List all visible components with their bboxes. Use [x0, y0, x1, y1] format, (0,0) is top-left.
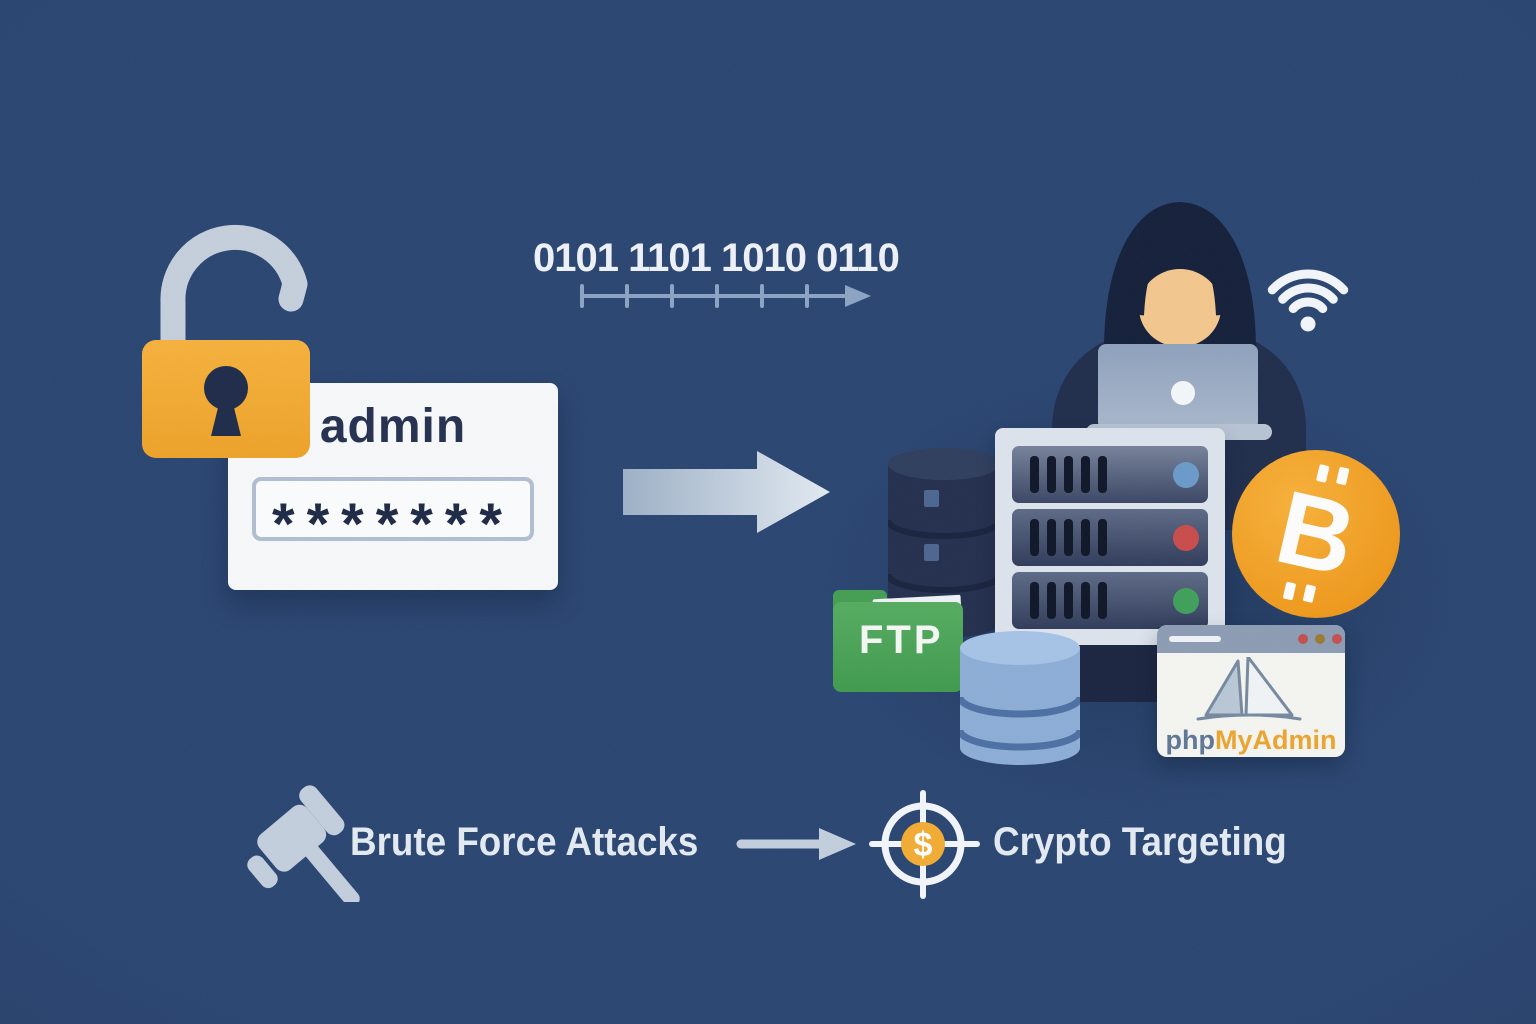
server-led-green [1173, 588, 1199, 614]
crypto-targeting-label: Crypto Targeting [993, 820, 1287, 864]
vent-slot [1047, 456, 1056, 493]
binary-stream-text: 0101 1101 1010 0110 [533, 236, 900, 280]
wifi-icon [1267, 269, 1349, 332]
ftp-label: FTP [859, 618, 944, 662]
padlock-shackle-icon [160, 224, 308, 360]
phpmyadmin-window: phpMyAdmin [1157, 625, 1345, 757]
vent-slot [1064, 582, 1073, 619]
vent-slot [1030, 456, 1039, 493]
vent-slot [1081, 582, 1090, 619]
vent-slot [1030, 582, 1039, 619]
database-blue-icon [960, 631, 1080, 765]
padlock-body [142, 340, 310, 458]
vent-slot [1081, 519, 1090, 556]
server-led-blue [1173, 462, 1199, 488]
vent-slot [1030, 519, 1039, 556]
server-rack [995, 428, 1225, 648]
vent-slot [1098, 519, 1107, 556]
server-unit-2 [1012, 509, 1208, 566]
password-mask-text: ******* [272, 491, 514, 557]
server-led-red [1173, 525, 1199, 551]
phpmyadmin-myadmin-text: MyAdmin [1214, 725, 1337, 755]
footer-arrow-icon [736, 828, 856, 860]
vent-slot [1098, 456, 1107, 493]
titlebar-line [1169, 636, 1221, 642]
window-dot [1332, 634, 1342, 644]
hacker-face [1139, 269, 1221, 347]
server-unit-1 [1012, 446, 1208, 503]
vent-slot [1081, 456, 1090, 493]
phpmyadmin-php-text: php [1165, 725, 1215, 755]
vent-slot [1047, 519, 1056, 556]
phpmyadmin-logo-icon [1196, 657, 1302, 721]
window-dot [1315, 634, 1325, 644]
window-titlebar [1157, 625, 1345, 653]
phpmyadmin-wordmark: phpMyAdmin [1157, 725, 1345, 756]
laptop-logo-dot [1171, 381, 1195, 405]
password-field: ******* [252, 477, 534, 557]
bitcoin-coin-icon: B [1232, 450, 1400, 618]
window-dot [1298, 634, 1308, 644]
server-unit-3 [1012, 572, 1208, 629]
brute-force-label: Brute Force Attacks [350, 820, 699, 864]
vent-slot [1047, 582, 1056, 619]
timeline-arrow-icon [580, 284, 871, 308]
vent-slot [1098, 582, 1107, 619]
flow-arrow-icon [623, 451, 830, 533]
dollar-icon: $ [913, 825, 933, 864]
ftp-folder-icon: FTP [833, 586, 965, 692]
vent-slot [1064, 519, 1073, 556]
vent-slot [1064, 456, 1073, 493]
gavel-icon [247, 785, 360, 902]
